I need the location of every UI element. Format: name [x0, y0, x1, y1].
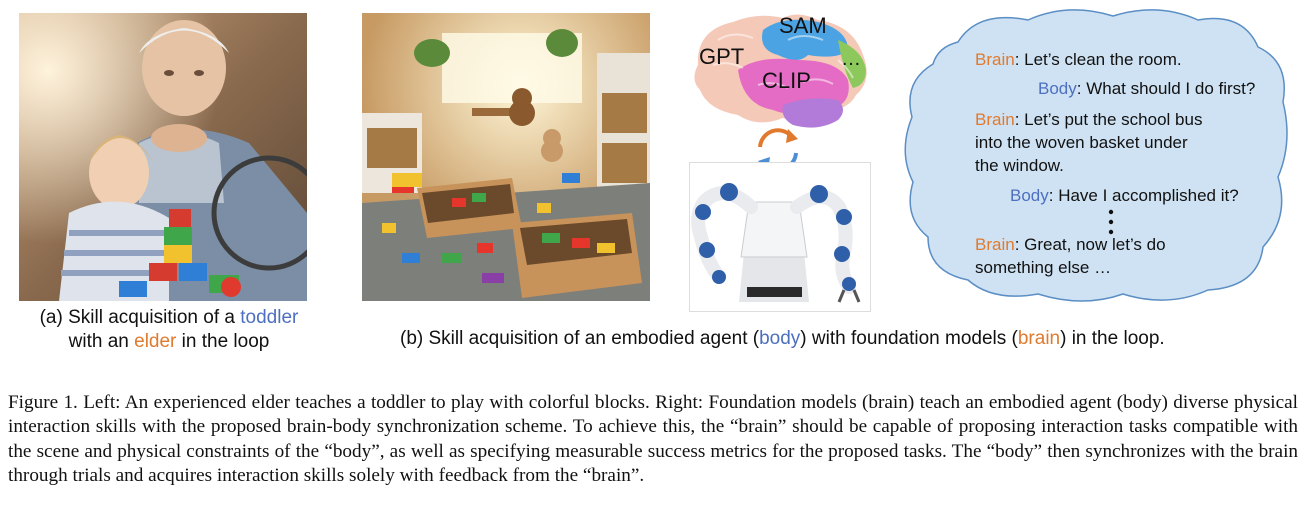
brain-label-clip: CLIP — [762, 68, 811, 93]
brain-label-more: … — [841, 48, 861, 70]
robot-photo — [689, 162, 871, 312]
speaker-body: Body — [1010, 186, 1049, 205]
chat-line-8: something else … — [975, 258, 1112, 277]
chat-line-5: the window. — [975, 156, 1064, 175]
speaker-brain: Brain — [975, 50, 1015, 69]
brain-label-sam: SAM — [779, 13, 827, 38]
speaker-brain: Brain — [975, 110, 1015, 129]
chat-line-1: Brain: Let’s clean the room. — [975, 50, 1182, 69]
figure-caption: Figure 1. Left: An experienced elder tea… — [8, 392, 1298, 487]
toy-room-photo — [362, 13, 650, 301]
subcaption-b: (b) Skill acquisition of an embodied age… — [400, 328, 1165, 349]
chat-line-3: Brain: Let’s put the school bus — [975, 110, 1203, 129]
speaker-body: Body — [1038, 79, 1077, 98]
chat-line-7: Brain: Great, now let’s do — [975, 235, 1166, 254]
chat-line-4: into the woven basket under — [975, 133, 1188, 152]
chat-line-2: Body: What should I do first? — [1038, 79, 1256, 98]
subcaption-a-line1: (a) Skill acquisition of a toddler — [39, 307, 299, 328]
dialogue-cloud — [898, 2, 1294, 310]
subcaption-a-line2: with an elder in the loop — [68, 331, 270, 352]
chat-line-6: Body: Have I accomplished it? — [1010, 186, 1239, 205]
speaker-brain: Brain — [975, 235, 1015, 254]
elder-toddler-photo — [19, 13, 307, 301]
brain-label-gpt: GPT — [699, 44, 745, 69]
brain-illustration: GPT SAM CLIP … — [688, 10, 873, 132]
vertical-ellipsis-icon — [1108, 208, 1114, 238]
